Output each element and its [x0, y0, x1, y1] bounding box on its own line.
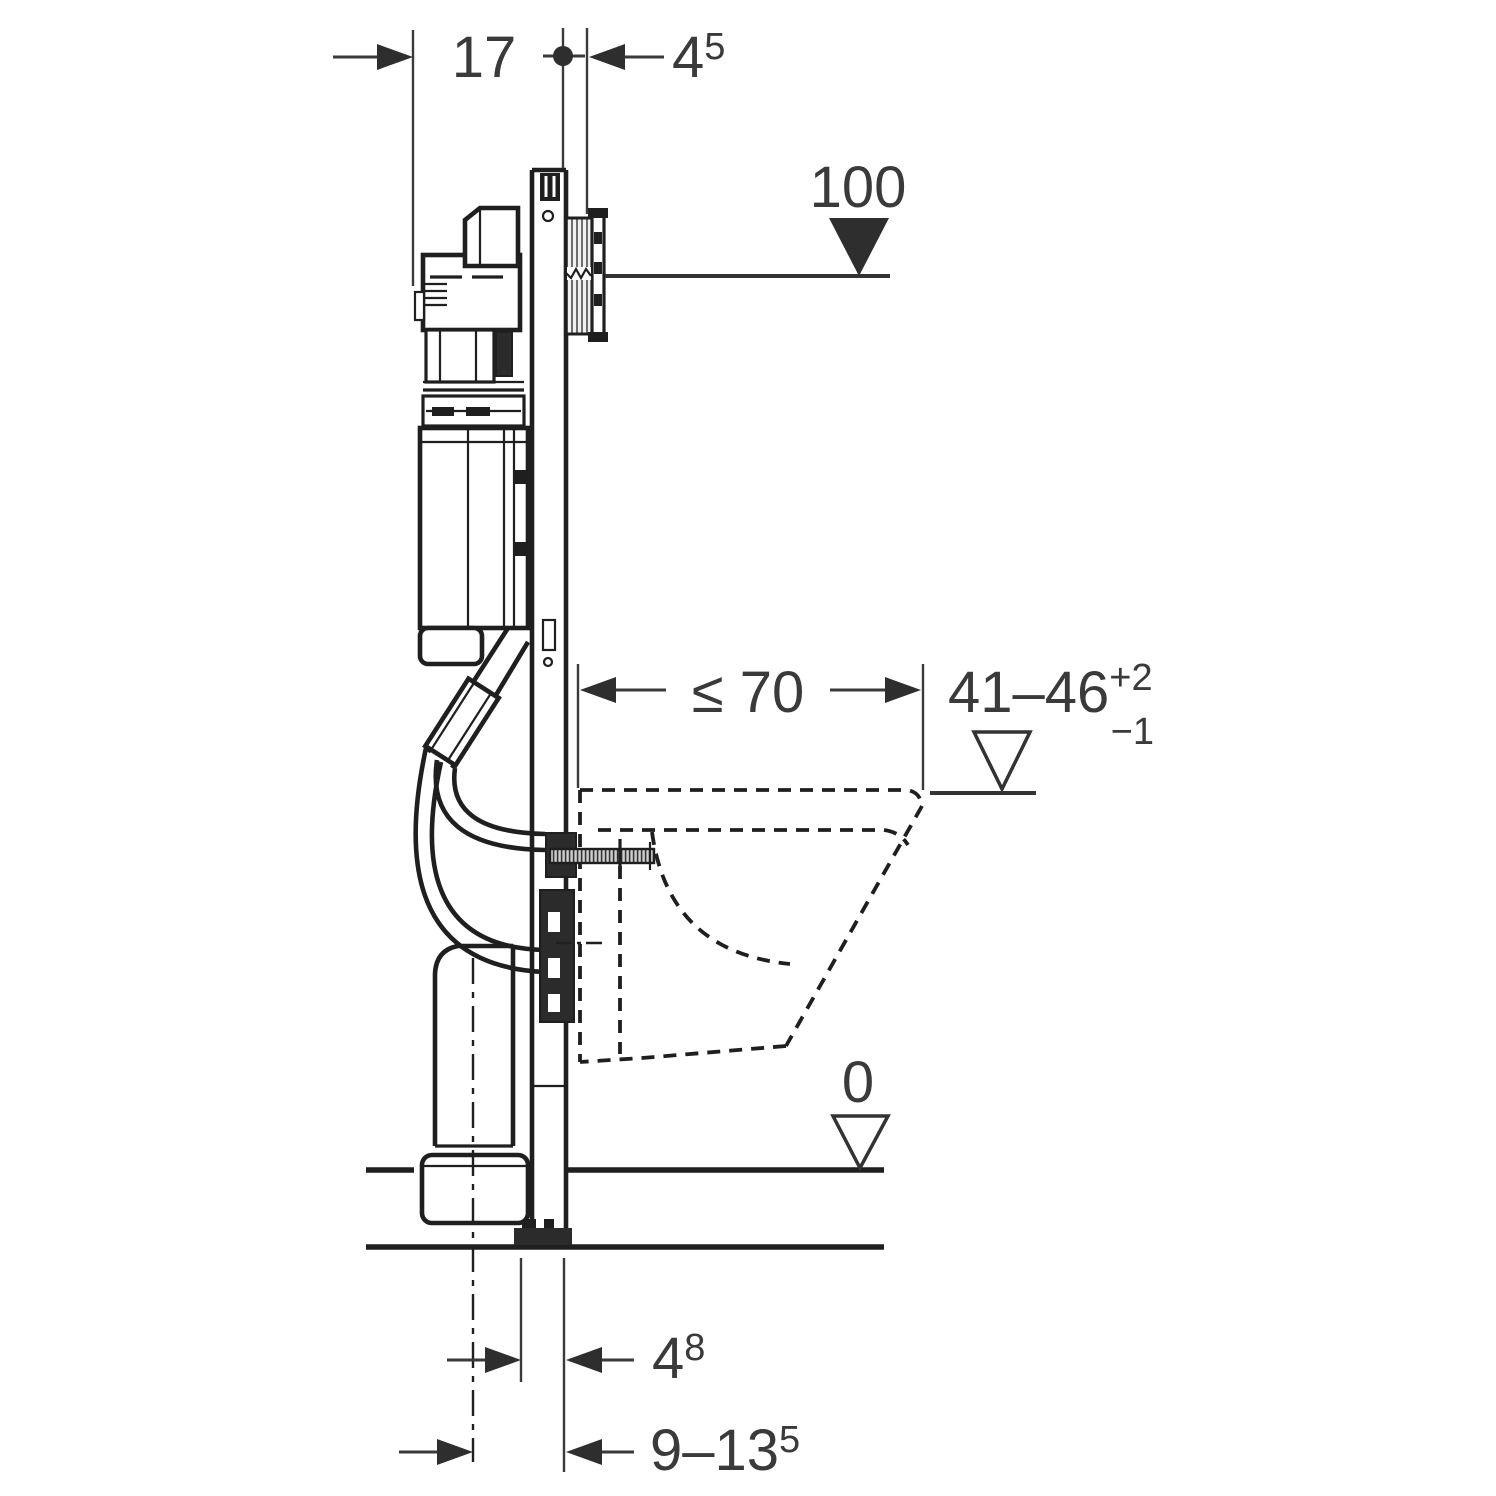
- cistern-body: [417, 425, 531, 631]
- pan-connector-fittings: [539, 832, 606, 1023]
- filled-level-triangle-icon: [829, 218, 889, 276]
- bottom-dimensions: 48 9–135: [399, 1258, 800, 1483]
- dim-17-label: 17: [452, 25, 517, 90]
- frame-rail-body: [532, 170, 566, 1230]
- sleeve-line-1: [446, 693, 492, 762]
- rail-hole-top: [541, 209, 555, 223]
- dim-45-label: 45: [672, 25, 725, 90]
- level-marker-41-46: 41–46+2−1: [930, 657, 1154, 795]
- level-41-46-label: 41–46+2−1: [948, 657, 1154, 753]
- wc-pan-dashed-outline: [578, 788, 924, 1064]
- flush-arc-2: [451, 767, 546, 837]
- flush-arc-3: [413, 747, 546, 975]
- drain-fitting-slot-2: [548, 958, 560, 978]
- frame-foot: [514, 1219, 572, 1245]
- arrowhead-48-right: [566, 1347, 602, 1373]
- open-level-triangle-floor-icon: [830, 1114, 891, 1172]
- dimension-origin-dot: [553, 46, 573, 66]
- pan-top-edge: [580, 788, 924, 807]
- drain-pipe-left: [432, 943, 513, 1146]
- arrowhead-45: [589, 44, 625, 70]
- cistern-clip-1: [514, 470, 526, 484]
- anchor-break-squiggle: [565, 266, 592, 281]
- anchor-cap-top: [588, 208, 608, 218]
- arrowhead-9135-left: [437, 1439, 473, 1465]
- pan-bottom-edge: [579, 1044, 787, 1064]
- telescopic-sleeve: [422, 675, 502, 769]
- anchor-slot-3: [594, 294, 602, 306]
- flush-pipe-arcs: [413, 626, 546, 975]
- drain-fitting-slot-1: [548, 912, 560, 932]
- fill-valve-top: [462, 205, 521, 269]
- pan-bowl-curve: [650, 831, 791, 966]
- arrowhead-70-left: [580, 677, 616, 703]
- pan-rim-line: [598, 828, 910, 847]
- dim-48-label: 48: [652, 1326, 705, 1391]
- frame-rail: [529, 167, 569, 1230]
- pan-fixing-rod: [548, 839, 656, 873]
- dim-9135-label: 9–135: [650, 1418, 800, 1483]
- valve-lower-dark: [495, 331, 513, 377]
- p-trap-elbow: [419, 1152, 531, 1226]
- dimension-17: 17: [333, 25, 516, 286]
- pan-front-edge: [784, 805, 924, 1047]
- wall-anchor: [564, 208, 608, 342]
- fixing-rod-hatched: [548, 847, 656, 865]
- sleeve-line-2: [429, 682, 475, 751]
- anchor-slot-1: [594, 232, 602, 244]
- dimension-9-13-5: 9–135: [399, 1418, 800, 1483]
- cistern-assembly: [413, 205, 531, 667]
- rail-top-slot: [540, 173, 560, 201]
- dimension-le-70: ≤ 70: [576, 660, 925, 790]
- level-marker-0: 0: [830, 1050, 891, 1172]
- level-0-label: 0: [842, 1050, 874, 1115]
- foot-plate: [514, 1228, 572, 1245]
- dim-70-label: ≤ 70: [692, 660, 804, 725]
- service-dash-2: [466, 407, 490, 416]
- level-marker-100: 100: [605, 155, 907, 278]
- dimension-4-5: 45: [543, 25, 725, 214]
- anchor-cap-bottom: [588, 332, 608, 342]
- drain-fitting-slot-3: [548, 994, 560, 1012]
- valve-side-lug: [413, 290, 426, 322]
- cistern-bottom-cap: [417, 625, 485, 667]
- service-dash-1: [432, 407, 454, 416]
- anchor-slot-2: [594, 262, 602, 274]
- foot-bump-1: [522, 1219, 536, 1229]
- cistern-clip-2: [514, 542, 526, 556]
- rail-mid-slot: [541, 618, 557, 652]
- arrowhead-17: [377, 44, 413, 70]
- arrowhead-70-right: [885, 677, 921, 703]
- dimension-4-8: 48: [447, 1326, 705, 1391]
- arrowhead-48-left: [485, 1347, 521, 1373]
- open-level-triangle-pan-icon: [971, 730, 1033, 793]
- drain-assembly: [419, 943, 531, 1462]
- valve-lower-box: [424, 328, 496, 384]
- rail-hole-mid: [542, 656, 554, 668]
- foot-bump-2: [544, 1219, 554, 1229]
- floor-lines: [366, 1167, 884, 1250]
- arrowhead-9135-right: [566, 1439, 602, 1465]
- level-100-label: 100: [810, 155, 907, 220]
